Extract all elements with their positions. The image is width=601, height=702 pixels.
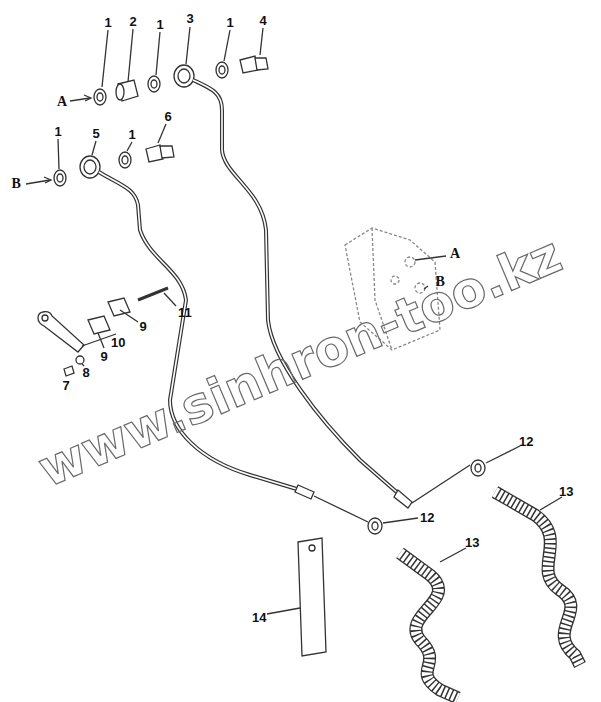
callout-number: 10 <box>111 336 125 349</box>
view-letter: A <box>450 247 460 261</box>
callout-number: 9 <box>140 320 147 333</box>
callout-number: 1 <box>157 18 164 31</box>
callout-number: 14 <box>252 611 266 624</box>
callout-number: 13 <box>559 485 573 498</box>
callout-number: 5 <box>93 127 100 140</box>
callout-number: 8 <box>83 366 90 379</box>
callout-number: 13 <box>465 536 479 549</box>
callout-number: 7 <box>63 379 70 392</box>
callout-number: 6 <box>165 110 172 123</box>
callout-number: 9 <box>101 350 108 363</box>
watermark: www.sinhron-too.kz <box>32 229 569 495</box>
callout-number: 12 <box>519 435 533 448</box>
callout-number: 4 <box>260 14 267 27</box>
callout-number: 1 <box>105 16 112 29</box>
callout-number: 12 <box>420 511 434 524</box>
callout-number: 11 <box>178 306 192 319</box>
callout-number: 1 <box>55 125 62 138</box>
callout-number: 1 <box>129 128 136 141</box>
callout-number: 1 <box>227 16 234 29</box>
callout-number: 3 <box>187 12 194 25</box>
view-letter: B <box>12 177 21 191</box>
view-letter: A <box>57 95 67 109</box>
callout-number: 2 <box>130 15 137 28</box>
